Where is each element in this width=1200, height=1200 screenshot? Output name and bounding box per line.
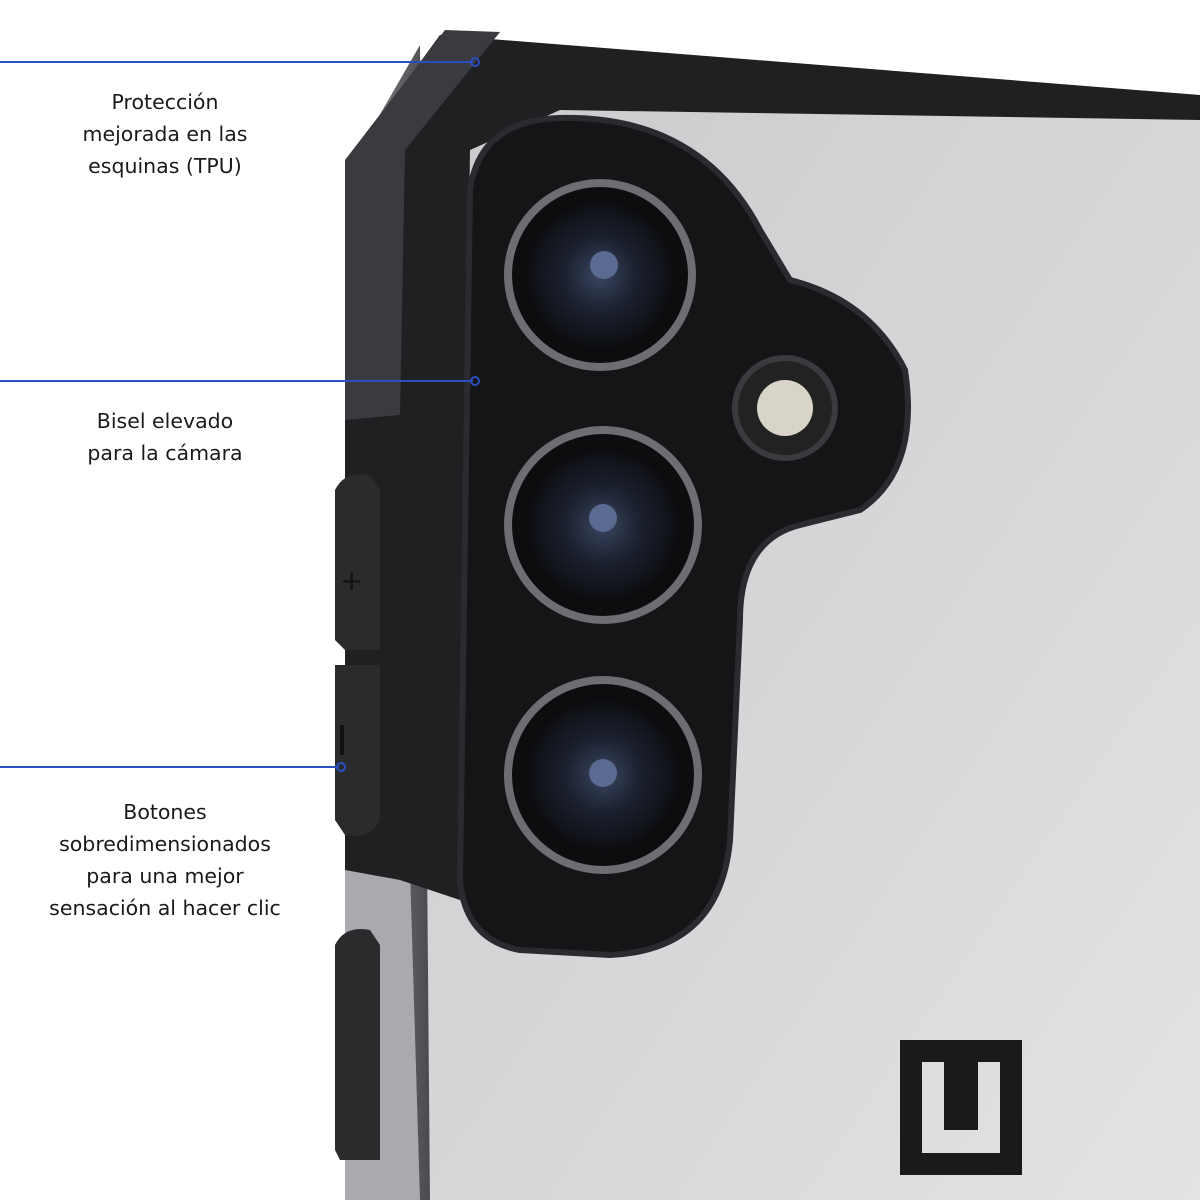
uag-logo <box>900 1040 1022 1175</box>
callout-corner-protection: Protección mejorada en las esquinas (TPU… <box>82 90 248 178</box>
camera-lens-3-icon <box>504 676 702 874</box>
camera-lens-2-icon <box>504 426 702 624</box>
svg-text:+: + <box>340 564 363 597</box>
callout-line-corner <box>0 57 480 67</box>
flash-icon <box>732 355 838 461</box>
callout-oversized-buttons: Botones sobredimensionados para una mejo… <box>49 800 281 920</box>
power-button <box>335 929 380 1160</box>
callout-raised-bezel: Bisel elevado para la cámara <box>87 409 243 465</box>
corner-bumper <box>345 35 1200 900</box>
callout-line-bezel <box>0 376 480 386</box>
volume-down-button <box>335 665 380 836</box>
callout-line-buttons <box>0 762 346 772</box>
camera-lens-1-icon <box>504 179 696 371</box>
volume-up-button: + <box>335 474 380 650</box>
